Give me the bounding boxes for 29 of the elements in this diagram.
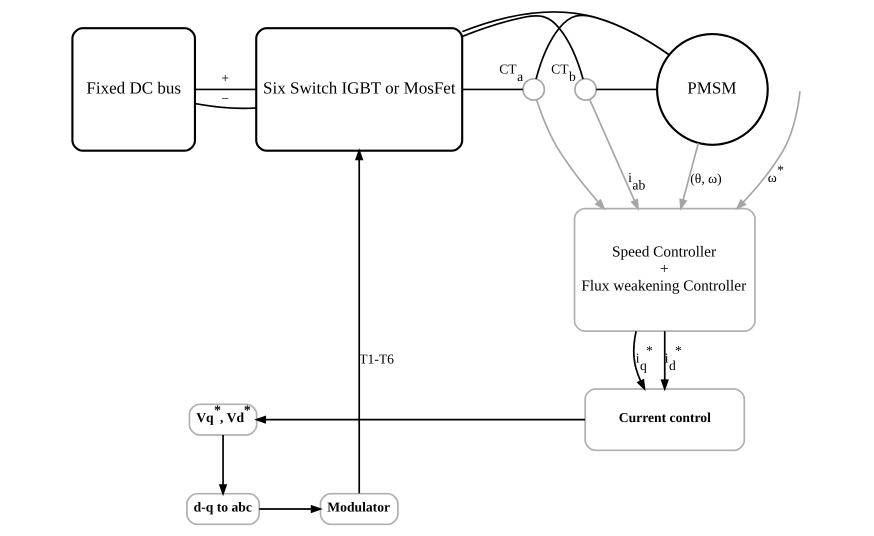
edge-label: + bbox=[221, 70, 230, 86]
edge-label: T1-T6 bbox=[359, 351, 394, 366]
arrow bbox=[660, 331, 669, 392]
connector bbox=[596, 88, 658, 90]
arrow bbox=[254, 415, 586, 424]
node-circle bbox=[522, 78, 546, 101]
node-circle: PMSM bbox=[656, 33, 769, 146]
arrow bbox=[632, 331, 646, 392]
connector bbox=[195, 88, 256, 90]
arrow bbox=[735, 91, 801, 210]
edge-label: − bbox=[221, 90, 230, 106]
connector bbox=[194, 102, 256, 110]
arrow bbox=[536, 100, 606, 210]
arrow bbox=[355, 148, 364, 494]
connector bbox=[462, 88, 523, 90]
node-box: Speed Controller + Flux weakening Controller bbox=[574, 208, 756, 332]
arrow bbox=[218, 434, 228, 496]
arrow bbox=[259, 504, 323, 514]
node-box: Six Switch IGBT or MosFet bbox=[255, 27, 464, 152]
arrow bbox=[679, 142, 700, 211]
node-box: Current control bbox=[584, 388, 746, 452]
connector bbox=[535, 14, 670, 80]
connector bbox=[462, 14, 584, 80]
node-circle bbox=[574, 78, 598, 101]
edge-label: (θ, ω) bbox=[690, 170, 722, 186]
node-box: Modulator bbox=[320, 492, 399, 526]
node-box: Fixed DC bus bbox=[71, 27, 196, 152]
node-box: d-q to abc bbox=[186, 492, 260, 526]
arrow bbox=[588, 99, 640, 211]
